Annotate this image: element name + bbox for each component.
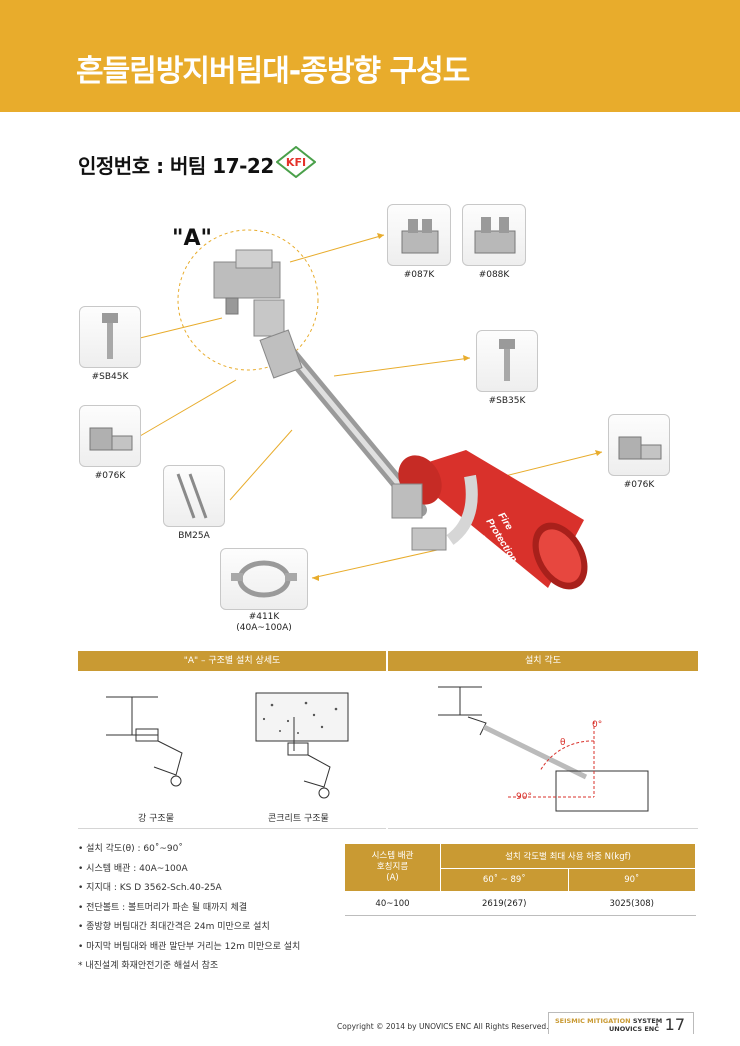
angle-panel: 0° θ 90° (388, 671, 698, 829)
system-line: SEISMIC MITIGATION SYSTEM (555, 1017, 662, 1025)
load-header: 설치 각도별 최대 사용 하중 N(kgf) (440, 842, 696, 870)
brand-name: UNOVICS ENC (609, 1025, 660, 1033)
steel-structure-label: 강 구조물 (138, 814, 174, 824)
note-item: • 종방향 버팀대간 최대간격은 24m 미만으로 설치 (78, 922, 270, 932)
angle-90-header: 90˚ (567, 868, 696, 892)
system-badge: SEISMIC MITIGATION SYSTEM UNOVICS ENC · … (548, 1012, 694, 1034)
bracket-076k-icon (618, 436, 662, 460)
note-item: • 설치 각도(θ) : 60˚~90˚ (78, 844, 183, 854)
copyright-text: Copyright © 2014 by UNOVICS ENC All Righ… (337, 1022, 549, 1031)
rod-bm25a-icon (176, 473, 208, 519)
part-bm25a-caption: BM25A (178, 531, 210, 541)
part-bm25a-thumbnail (163, 465, 225, 527)
system-name-a: SEISMIC MITIGATION (555, 1017, 631, 1025)
angle-theta-label: θ (560, 738, 566, 748)
note-item: • 전단볼트 : 볼트머리가 파손 될 때까지 체결 (78, 902, 248, 913)
angle-drawing: 0° θ 90° (438, 686, 649, 812)
steel-structure-drawing (106, 696, 183, 787)
upper-joint-icon (259, 329, 303, 379)
page-header: 흔들림방지버팀대-종방향 구성도 (0, 0, 740, 112)
concrete-structure-label: 콘크리트 구조물 (268, 814, 329, 824)
bracket-076k-icon (89, 427, 133, 451)
notes-list: • 설치 각도(θ) : 60˚~90˚ • 시스템 배관 : 40A~100A… (78, 840, 300, 977)
angle-0-label: 0° (592, 720, 602, 730)
load-table: 시스템 배관 호칭지름 (A) 설치 각도별 최대 사용 하중 N(kgf) 6… (344, 842, 696, 916)
part-076k-right-caption: #076K (623, 480, 655, 490)
angle-60-89-header: 60˚ ~ 89˚ (440, 868, 569, 892)
part-sb45k-caption: #SB45K (91, 372, 129, 382)
angle-90-label: 90° (516, 792, 532, 802)
part-sb35k-caption: #SB35K (488, 396, 526, 406)
bolt-sb45k-icon (102, 313, 118, 359)
part-sb35k-thumbnail (476, 330, 538, 392)
concrete-structure-drawing (255, 692, 349, 799)
load-60-89-cell: 2619(267) (440, 891, 568, 916)
system-name-b: SYSTEM (632, 1017, 663, 1025)
pipe-ring-411k-icon (231, 560, 297, 598)
fire-protection-pipe-icon: Fire Protection Pipe (398, 450, 588, 590)
pipe-clamp-icon (391, 483, 447, 551)
part-411k-thumbnail (220, 548, 308, 610)
assembly-diagram: Fire Protection Pipe (139, 229, 603, 590)
part-411k-code: #411K (248, 612, 280, 622)
table-row: 40~100 2619(267) 3025(308) (344, 891, 696, 916)
detail-panel: 강 구조물 콘크리트 구조물 (78, 671, 386, 829)
part-088k-thumbnail (462, 204, 526, 266)
note-item: • 시스템 배관 : 40A~100A (78, 863, 188, 874)
part-sb45k-thumbnail (79, 306, 141, 368)
part-076k-right-thumbnail (608, 414, 670, 476)
certification-number: 인정번호 : 버팀 17-22 (78, 154, 274, 178)
detail-section-title: "A" – 구조별 설치 상세도 (78, 651, 386, 671)
load-90-cell: 3025(308) (568, 891, 696, 916)
page-number: · 17 (654, 1015, 685, 1034)
part-088k-caption: #088K (478, 270, 510, 280)
callout-label-a: "A" (172, 226, 212, 251)
part-076k-left-thumbnail (79, 405, 141, 467)
bolt-sb35k-icon (499, 339, 515, 381)
part-411k-range: (40A~100A) (236, 623, 292, 633)
part-411k-caption: #411K (40A~100A) (219, 612, 309, 634)
note-item: • 마지막 버팀대와 배관 말단부 거리는 12m 미만으로 설치 (78, 941, 301, 952)
part-087k-thumbnail (387, 204, 451, 266)
part-087k-caption: #087K (403, 270, 435, 280)
angle-section-title: 설치 각도 (388, 651, 698, 671)
page-title: 흔들림방지버팀대-종방향 구성도 (76, 54, 470, 89)
note-item: * 내진설계 화재안전기준 해설서 참조 (78, 961, 219, 971)
clamp-087k-icon (401, 219, 439, 254)
kfi-badge-text: KFI (286, 156, 306, 169)
detail-a-circle (177, 229, 319, 371)
ceiling-clamp-icon (213, 249, 285, 337)
kfi-badge-icon: KFI (276, 146, 316, 178)
part-076k-left-caption: #076K (94, 471, 126, 481)
note-item: • 지지대 : KS D 3562-Sch.40-25A (78, 883, 222, 893)
pipe-size-header: 시스템 배관 호칭지름 (A) (344, 843, 441, 892)
clamp-088k-icon (474, 217, 516, 254)
pipe-size-cell: 40~100 (344, 891, 441, 916)
